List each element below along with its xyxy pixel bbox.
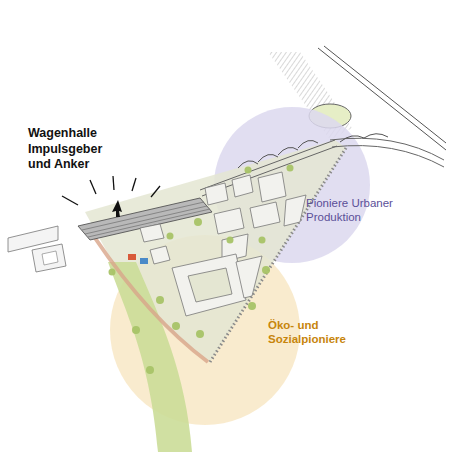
rail-line [332, 146, 444, 167]
arch [364, 134, 388, 138]
building [250, 202, 280, 228]
trees [109, 165, 294, 375]
building [258, 172, 286, 202]
building [32, 244, 66, 272]
impulse-rays [62, 176, 160, 205]
site-buildings [140, 172, 306, 316]
zone-label: Pioniere Urbaner Produktion [306, 196, 428, 225]
tree [146, 366, 154, 374]
courtyard-block [172, 254, 246, 316]
courtyard [42, 251, 58, 265]
tree [248, 302, 256, 310]
bridge-arches [238, 134, 388, 168]
tree [227, 237, 234, 244]
building [205, 183, 228, 205]
roof-ridge [82, 202, 204, 230]
object [140, 258, 148, 264]
object [128, 254, 136, 260]
ray [90, 180, 96, 194]
arch [278, 147, 298, 155]
tree [287, 165, 294, 172]
tree [132, 326, 140, 334]
rail-line [330, 138, 444, 160]
tree [245, 167, 252, 174]
building [150, 246, 170, 264]
pointer-icon [112, 200, 122, 217]
tree [259, 237, 266, 244]
tree [156, 296, 164, 304]
tree [172, 322, 180, 330]
ray [113, 176, 114, 190]
ray [132, 178, 136, 191]
building [232, 175, 253, 197]
ray [62, 196, 78, 205]
building [140, 224, 164, 242]
tree [262, 266, 270, 274]
anchor-label: Wagenhalle Impulsgeber und Anker [28, 126, 112, 173]
zone-label: Öko- und Sozialpioniere [268, 318, 360, 347]
tree [167, 233, 174, 240]
tree [196, 330, 204, 338]
arch [298, 140, 318, 148]
building [236, 256, 262, 298]
tree [109, 269, 116, 276]
courtyard [188, 268, 232, 302]
tree [194, 218, 202, 226]
building [214, 208, 244, 234]
building [284, 195, 306, 226]
ray [151, 186, 160, 197]
arch [258, 154, 278, 162]
arch [340, 136, 364, 142]
